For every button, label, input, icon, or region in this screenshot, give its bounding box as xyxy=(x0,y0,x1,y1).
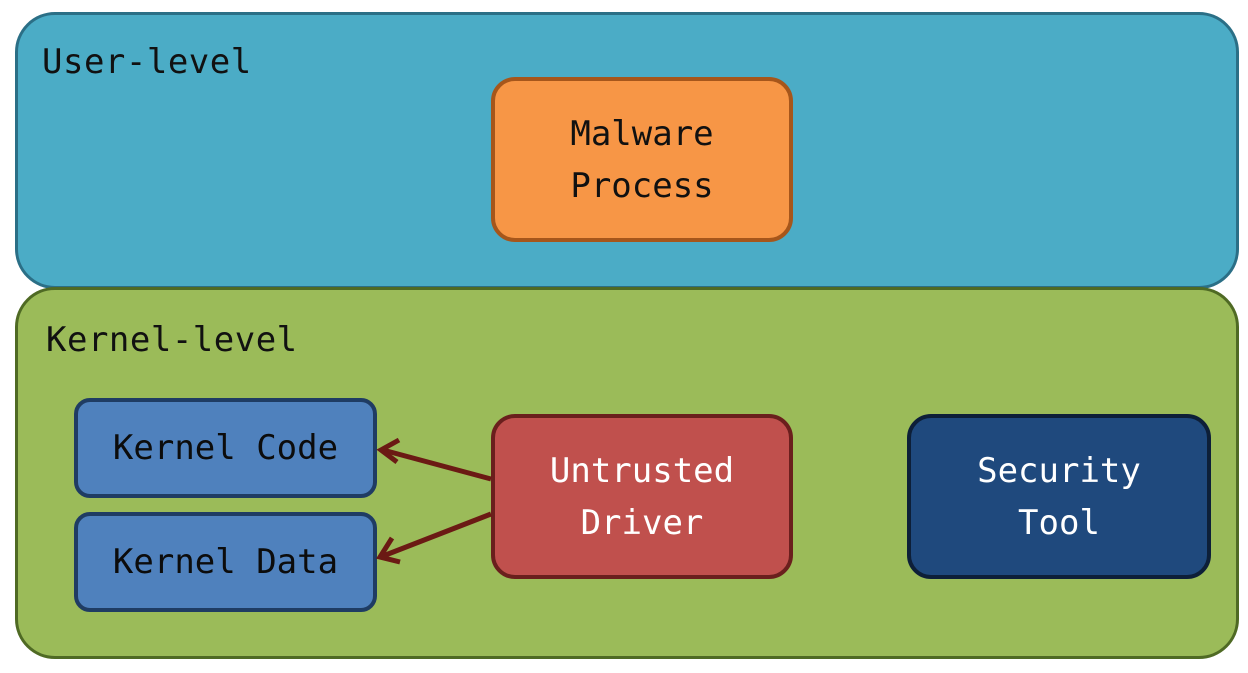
untrusted-driver-line1: Untrusted xyxy=(549,450,735,491)
user-level-label: User-level xyxy=(42,42,252,82)
kernel-data-label: Kernel Data xyxy=(112,542,339,582)
kernel-code-label: Kernel Code xyxy=(112,428,339,468)
security-tool-line2: Tool xyxy=(1018,502,1100,543)
security-tool-line1: Security xyxy=(977,450,1141,491)
malware-process-box: Malware Process xyxy=(491,77,793,242)
kernel-code-box: Kernel Code xyxy=(74,398,377,498)
untrusted-driver-line2: Driver xyxy=(580,502,704,543)
malware-process-line2: Process xyxy=(570,165,714,206)
kernel-data-box: Kernel Data xyxy=(74,512,377,612)
malware-process-line1: Malware xyxy=(570,113,714,154)
security-tool-box: Security Tool xyxy=(907,414,1211,579)
untrusted-driver-box: Untrusted Driver xyxy=(491,414,793,579)
kernel-level-label: Kernel-level xyxy=(46,320,298,360)
